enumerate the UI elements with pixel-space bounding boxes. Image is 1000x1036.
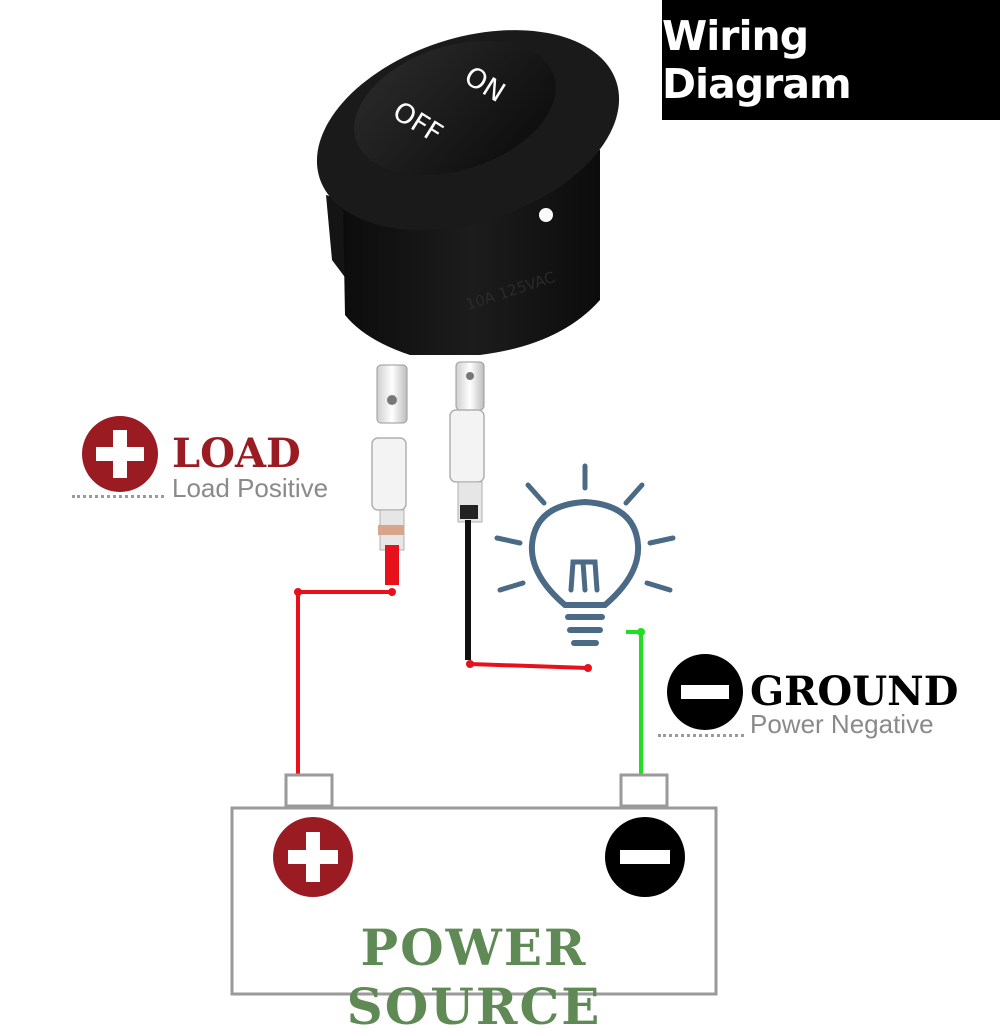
ground-label: GROUND xyxy=(750,668,959,715)
red-wire-load xyxy=(296,590,392,775)
load-dotted-leader xyxy=(72,495,164,498)
ground-dotted-leader xyxy=(658,734,744,737)
battery-minus-icon xyxy=(605,817,685,897)
load-plus-icon xyxy=(82,416,158,492)
load-connector xyxy=(371,437,407,585)
ground-minus-icon xyxy=(667,654,743,730)
red-wire-bulb xyxy=(469,662,589,670)
ground-sublabel: Power Negative xyxy=(750,709,934,739)
power-source-label: POWER SOURCE xyxy=(346,918,602,1036)
ground-terminal-hole xyxy=(466,372,474,380)
diagram-title: Wiring Diagram xyxy=(662,12,852,108)
diagram-graphics: 10A 125VAC ON OFF xyxy=(82,17,743,996)
rocker-cap[interactable] xyxy=(337,17,573,199)
rocker-switch: 10A 125VAC ON OFF xyxy=(316,17,620,355)
wires xyxy=(294,520,645,778)
battery-plus-icon xyxy=(273,817,353,897)
load-sublabel: Load Positive xyxy=(172,473,329,503)
title-box: Wiring Diagram xyxy=(662,0,1000,120)
load-terminal-hole xyxy=(387,395,397,405)
load-terminal xyxy=(376,364,408,424)
load-label: LOAD xyxy=(172,430,301,477)
green-wire xyxy=(626,630,643,778)
ground-connector xyxy=(449,409,485,523)
wiring-diagram: 10A 125VAC ON OFF xyxy=(72,0,1000,1036)
switch-hole xyxy=(539,208,553,222)
light-bulb-icon xyxy=(494,463,676,646)
ground-terminal xyxy=(455,361,485,411)
